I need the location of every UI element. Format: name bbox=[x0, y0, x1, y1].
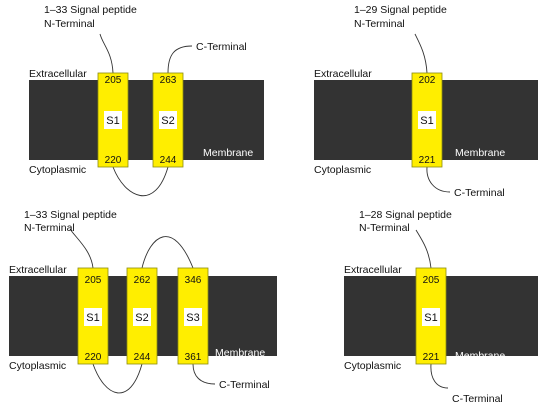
n-terminal-label: N-Terminal bbox=[44, 18, 95, 30]
segment-label: S2 bbox=[161, 115, 174, 127]
segment-label: S2 bbox=[135, 312, 148, 324]
segment-label: S1 bbox=[424, 312, 437, 324]
segment-box bbox=[104, 111, 122, 129]
panel-4: S1 205 221 1–28 Signal peptide N-Termina… bbox=[344, 209, 538, 405]
n-terminal-line bbox=[69, 228, 94, 269]
helix-s1: S1 205 221 bbox=[415, 267, 447, 365]
cytoplasmic-label: Cytoplasmic bbox=[29, 164, 86, 176]
extracellular-label: Extracellular bbox=[29, 68, 87, 80]
c-terminal-line bbox=[192, 363, 216, 385]
residue-bottom: 221 bbox=[423, 352, 440, 363]
residue-top: 205 bbox=[85, 275, 102, 286]
c-terminal-line bbox=[426, 166, 451, 193]
helix-s2: S2 262 244 bbox=[126, 267, 158, 365]
cytoplasmic-loop bbox=[112, 166, 169, 197]
extracellular-label: Extracellular bbox=[344, 264, 402, 276]
extracellular-label: Extracellular bbox=[9, 264, 67, 276]
helix-bar bbox=[152, 72, 184, 168]
segment-box bbox=[418, 111, 436, 129]
residue-top: 205 bbox=[105, 75, 122, 86]
membrane-label: Membrane bbox=[203, 147, 253, 159]
cytoplasmic-label: Cytoplasmic bbox=[314, 164, 371, 176]
c-terminal-label: C-Terminal bbox=[196, 41, 247, 53]
helix-s1: S1 205 220 bbox=[77, 267, 109, 365]
c-terminal-label: C-Terminal bbox=[452, 393, 503, 405]
cytoplasmic-loop bbox=[92, 363, 143, 394]
segment-label: S1 bbox=[86, 312, 99, 324]
membrane-label: Membrane bbox=[215, 347, 265, 359]
segment-box bbox=[159, 111, 177, 129]
n-terminal-label: N-Terminal bbox=[24, 222, 75, 234]
residue-bottom: 220 bbox=[105, 155, 122, 166]
membrane-band bbox=[29, 80, 264, 160]
helix-s3: S3 346 361 bbox=[177, 267, 209, 365]
segment-box bbox=[184, 308, 202, 326]
segment-box bbox=[133, 308, 151, 326]
panel-3: S1 205 220 S2 262 244 S3 346 361 1–33 Si… bbox=[9, 209, 277, 394]
panel-2: S1 202 221 1–29 Signal peptide N-Termina… bbox=[314, 4, 538, 199]
signal-peptide-label: 1–33 Signal peptide bbox=[44, 4, 137, 16]
n-terminal-line bbox=[414, 33, 428, 74]
cytoplasmic-label: Cytoplasmic bbox=[344, 360, 401, 372]
n-terminal-label: N-Terminal bbox=[354, 18, 405, 30]
residue-top: 202 bbox=[419, 75, 436, 86]
helix-s2: S2 263 244 bbox=[152, 72, 184, 168]
c-terminal-line bbox=[167, 45, 193, 74]
segment-label: S3 bbox=[186, 312, 199, 324]
n-terminal-line bbox=[415, 229, 432, 269]
helix-s1: S1 202 221 bbox=[411, 72, 443, 168]
residue-bottom: 244 bbox=[134, 352, 151, 363]
n-terminal-label: N-Terminal bbox=[359, 222, 410, 234]
extracellular-loop bbox=[141, 236, 194, 269]
residue-bottom: 361 bbox=[185, 352, 202, 363]
c-terminal-label: C-Terminal bbox=[219, 379, 270, 391]
membrane-label: Membrane bbox=[455, 147, 505, 159]
c-terminal-label: C-Terminal bbox=[454, 187, 505, 199]
segment-box bbox=[84, 308, 102, 326]
membrane-label: Membrane bbox=[455, 350, 505, 362]
n-terminal-line bbox=[99, 33, 114, 74]
segment-box bbox=[422, 308, 440, 326]
panel-1: S1 205 220 S2 263 244 1–33 Signal peptid… bbox=[29, 4, 264, 197]
residue-top: 263 bbox=[160, 75, 177, 86]
residue-top: 346 bbox=[185, 275, 202, 286]
residue-top: 262 bbox=[134, 275, 151, 286]
extracellular-label: Extracellular bbox=[314, 68, 372, 80]
signal-peptide-label: 1–29 Signal peptide bbox=[354, 4, 447, 16]
residue-bottom: 220 bbox=[85, 352, 102, 363]
residue-top: 205 bbox=[423, 275, 440, 286]
residue-bottom: 221 bbox=[419, 155, 436, 166]
signal-peptide-label: 1–33 Signal peptide bbox=[24, 209, 117, 221]
residue-bottom: 244 bbox=[160, 155, 177, 166]
cytoplasmic-label: Cytoplasmic bbox=[9, 360, 66, 372]
segment-label: S1 bbox=[420, 115, 433, 127]
helix-s1: S1 205 220 bbox=[97, 72, 129, 168]
signal-peptide-label: 1–28 Signal peptide bbox=[359, 209, 452, 221]
segment-label: S1 bbox=[106, 115, 119, 127]
c-terminal-line bbox=[430, 363, 449, 389]
